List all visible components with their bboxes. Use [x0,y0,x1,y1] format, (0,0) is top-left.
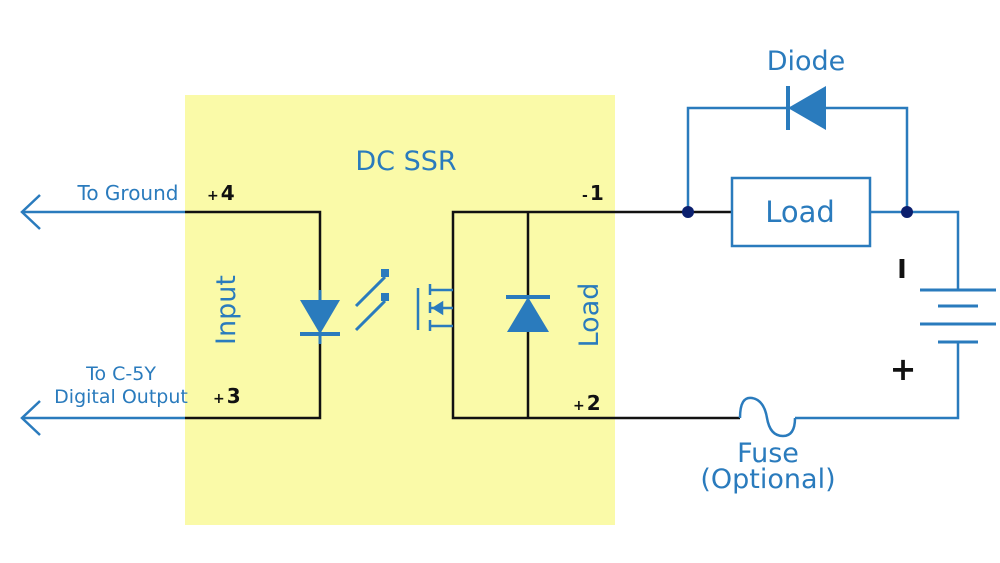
opto-arrows-icon [354,269,389,332]
battery-wire-top [870,210,960,290]
fuse-optional-label: (Optional) [700,464,835,495]
ground-arrow-icon [20,194,185,230]
node-left [682,206,694,218]
load-box-label: Load [765,195,835,229]
input-label: Input [211,275,242,345]
battery-wire-bottom [795,342,960,420]
diode-label: Diode [767,46,846,77]
output-arrow-icon [20,400,185,436]
external-diode-icon [786,86,826,130]
battery-icon [920,288,996,344]
mosfet-icon [416,284,453,331]
to-ground-label: To Ground [77,181,179,205]
battery-minus-label: I [897,255,907,285]
digital-output-label: Digital Output [54,386,188,408]
terminal-4: +4 [207,181,235,205]
input-led-icon [300,290,340,344]
to-c5y-label: To C-5Y [85,363,156,385]
terminal-1: -1 [582,181,604,205]
terminal-2: +2 [573,391,601,415]
fuse-icon [738,396,797,438]
ssr-load-label: Load [574,283,605,348]
ssr-output-wire [451,210,740,420]
fuse-label: Fuse [737,438,799,469]
node-right [901,206,913,218]
terminal-3: +3 [213,384,241,408]
ssr-title: DC SSR [355,146,456,177]
battery-plus-label: + [890,350,917,388]
internal-diode-icon [506,295,550,332]
ssr-box [185,95,615,525]
